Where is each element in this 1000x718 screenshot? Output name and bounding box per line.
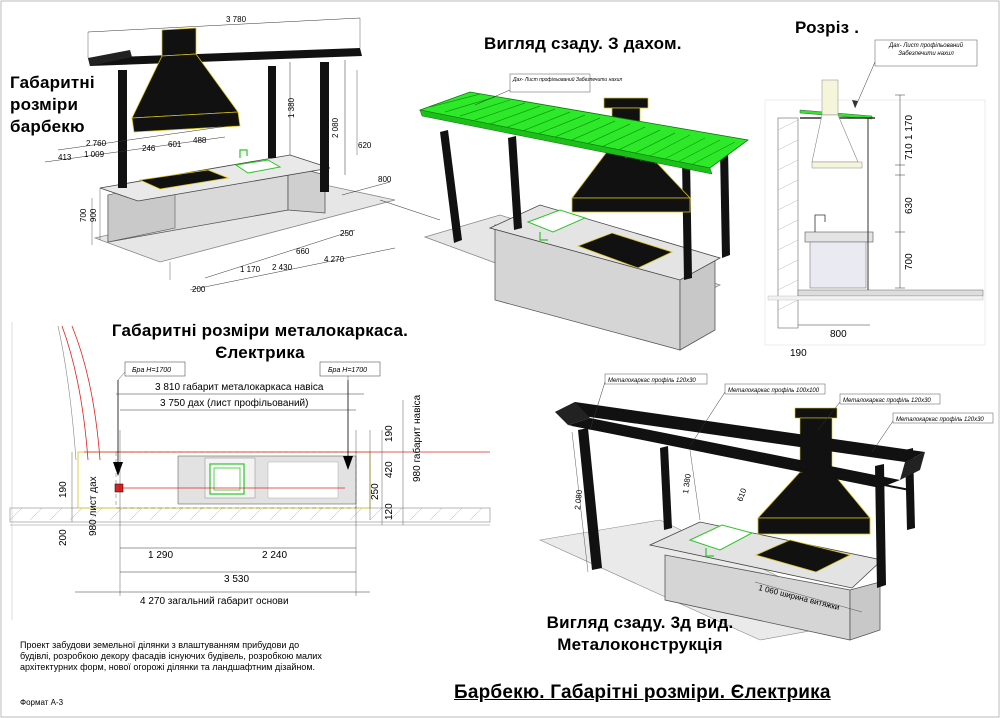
frame-dim-h: 2 080 xyxy=(573,489,584,510)
frame-callout-3: Металокаркас профіль 120х30 xyxy=(843,398,931,404)
main-title: Барбекю. Габарітні розміри. Єлектрика xyxy=(454,682,831,703)
plan-dim-l190: 190 xyxy=(58,481,69,498)
rear-roof-view: Дах- Лист профільований Забезпечити нахи… xyxy=(418,73,749,351)
dim-b2: 2 430 xyxy=(272,263,293,272)
dim-left3: 413 xyxy=(58,153,72,162)
dim-mid1: 246 xyxy=(142,144,156,153)
frame-callout-4: Металокаркас профіль 120х30 xyxy=(896,417,984,423)
format-label: Формат А-3 xyxy=(20,698,64,707)
dim-left1: 2 760 xyxy=(86,139,107,148)
section-dim-wall: 190 xyxy=(790,348,807,359)
plan-dim-w1: 1 290 xyxy=(148,550,173,561)
section-dim-4: 700 xyxy=(904,253,915,270)
plan-dim-r250: 250 xyxy=(370,483,381,500)
dim-post-h: 2 080 xyxy=(331,117,340,138)
frame-3d-view: Металокаркас профіль 120х30 Металокаркас… xyxy=(538,373,994,641)
dim-b6: 250 xyxy=(340,229,354,238)
dim-hood-h: 1 380 xyxy=(287,97,296,118)
plan-dim-r190: 190 xyxy=(384,425,395,442)
plan-dim-base: 4 270 загальний габарит основи xyxy=(140,595,289,607)
frame-dim-hood: 1 380 xyxy=(681,473,693,495)
section-dim-1: 1 170 xyxy=(904,115,915,140)
plan-dim-canopy: 980 габарит навіса xyxy=(411,394,423,482)
bra-right-label: Бра Н=1700 xyxy=(328,367,367,374)
section-dim-3: 630 xyxy=(904,197,915,214)
rear-roof-title: Вигляд сзаду. З дахом. xyxy=(484,34,682,53)
section-dim-2: 710 xyxy=(904,143,915,160)
dim-mid3: 488 xyxy=(193,136,207,145)
dim-left2: 1 009 xyxy=(84,150,105,159)
plan-dim-r420: 420 xyxy=(384,461,395,478)
dim-b1: 1 170 xyxy=(240,265,261,274)
section-dim-w: 800 xyxy=(830,329,847,340)
frame-callout-2: Металокаркас профіль 100х100 xyxy=(728,388,820,394)
plan-dim-frame: 3 810 габарит металокаркаса навіса xyxy=(155,381,324,393)
plan-electric-view: Бра Н=1700 Бра Н=1700 3 810 габарит мета… xyxy=(9,322,491,620)
dim-top: 3 780 xyxy=(226,15,247,24)
frame-dims-title: Габаритні розміри металокаркаса. Єлектри… xyxy=(111,321,409,362)
frame-dim-hw: 610 xyxy=(735,487,748,503)
overall-dims-view: 3 780 2 760 1 009 413 246 601 488 1 380 … xyxy=(44,15,396,294)
plan-dim-sheet: 980 лист дах xyxy=(88,476,99,536)
plan-dim-l200: 200 xyxy=(58,529,69,546)
plan-dim-w2: 2 240 xyxy=(262,550,287,561)
overall-dims-title: Габаритні розміри барбекю xyxy=(10,73,95,136)
roof-callout-1: Дах- Лист профільований Забезпечити нахи… xyxy=(512,76,622,83)
dim-right-h: 620 xyxy=(358,141,372,150)
dim-b3: 4 270 xyxy=(324,255,345,264)
dim-b5: 660 xyxy=(296,247,310,256)
section-title: Розріз . xyxy=(795,18,860,37)
section-view: 1 170 710 630 700 800 190 xyxy=(764,39,986,359)
dim-depth: 800 xyxy=(378,175,392,184)
rear-3d-title: Вигляд сзаду. 3д вид. Металоконструкція xyxy=(546,613,734,654)
section-roof-callout: Дах- Лист профільований Забезпечити нахи… xyxy=(889,43,963,57)
plan-dim-w3: 3 530 xyxy=(224,574,249,585)
dim-b4: 200 xyxy=(192,285,206,294)
plan-dim-roof: 3 750 дах (лист профільований) xyxy=(160,397,308,409)
dim-base-h2: 900 xyxy=(89,208,98,222)
dim-base-h1: 700 xyxy=(79,208,88,222)
dim-mid2: 601 xyxy=(168,140,182,149)
frame-callout-1: Металокаркас профіль 120х30 xyxy=(608,378,696,384)
project-description: Проект забудови земельної ділянки з влаш… xyxy=(20,640,322,672)
bra-left-label: Бра Н=1700 xyxy=(132,367,171,374)
plan-dim-r120: 120 xyxy=(384,503,395,520)
